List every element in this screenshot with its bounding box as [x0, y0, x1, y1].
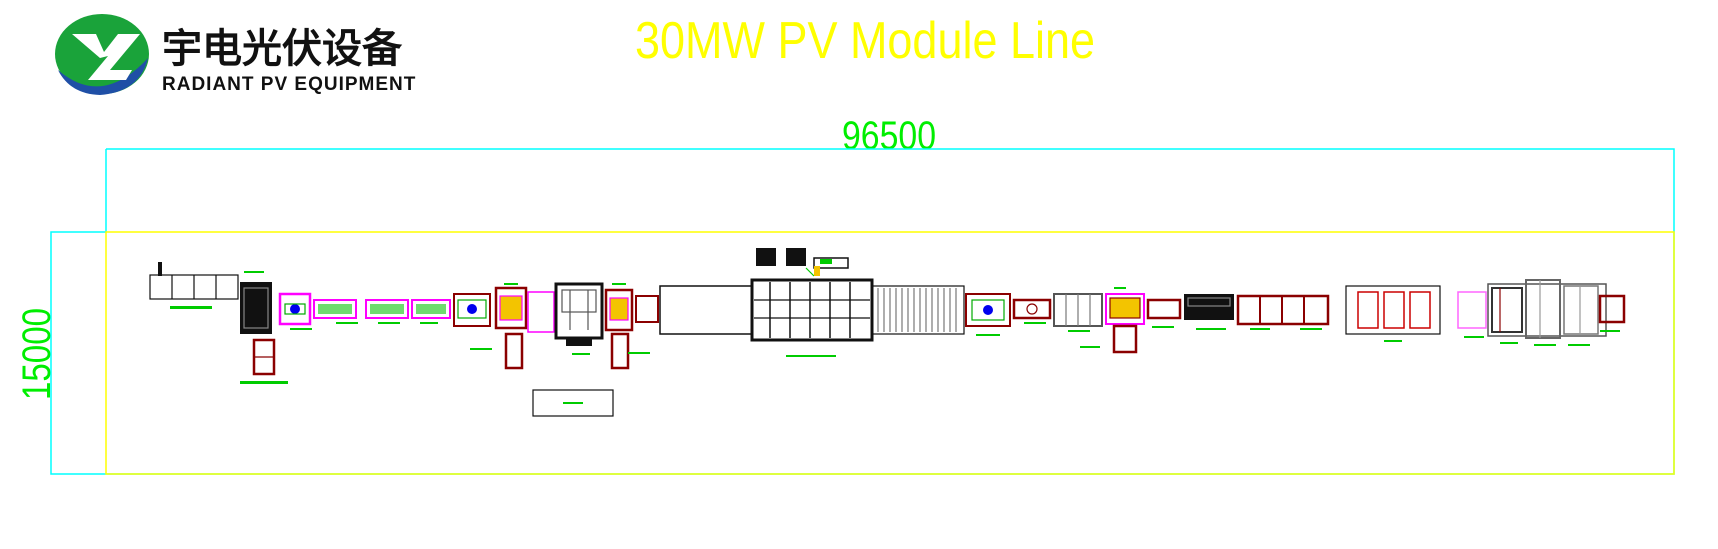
dimension-frames — [50, 148, 1675, 475]
glass-loader-station — [149, 262, 239, 309]
soldering-station — [554, 282, 604, 355]
packing-station — [1457, 279, 1626, 346]
company-logo: 宇电光伏设备 RADIANT PV EQUIPMENT — [55, 14, 416, 95]
logo-mark-icon — [55, 14, 149, 95]
trimming-station — [965, 293, 1052, 336]
curing-conveyor — [1146, 294, 1330, 330]
logo-chinese-name: 宇电光伏设备 — [162, 26, 403, 72]
width-dimension-label: 96500 — [842, 114, 936, 158]
height-dimension-label: 15000 — [15, 308, 59, 400]
junction-box-station — [1080, 287, 1145, 354]
turning-conveyor-1 — [278, 292, 451, 330]
drawing-title: 30MW PV Module Line — [635, 12, 1095, 70]
lamination-loader — [604, 283, 659, 370]
inner-frame-yellow — [105, 231, 1675, 475]
control-box — [532, 389, 614, 417]
stacker-station — [240, 271, 288, 384]
laminator — [659, 248, 965, 357]
logo-english-name: RADIANT PV EQUIPMENT — [162, 74, 416, 95]
layup-station — [453, 283, 555, 370]
production-line — [149, 248, 1626, 417]
testing-room — [1345, 285, 1441, 342]
framing-station — [1053, 293, 1103, 332]
